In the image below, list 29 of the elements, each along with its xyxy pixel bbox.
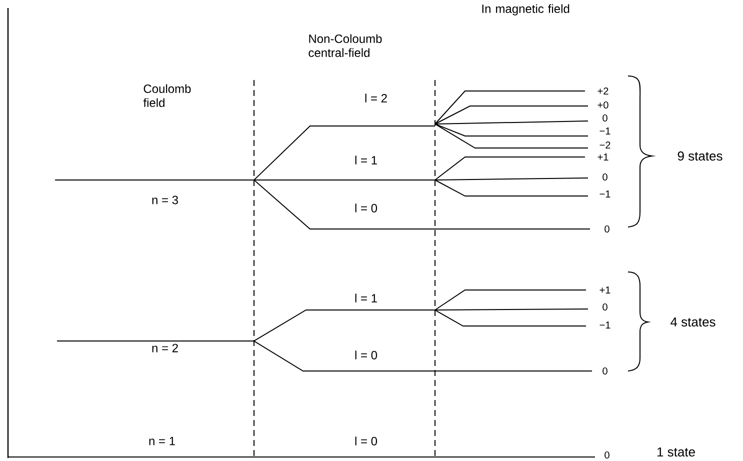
column-heading: Coulomb field — [143, 84, 191, 107]
level-label: n = 3 — [152, 196, 178, 204]
level-label: l = 0 — [355, 204, 378, 212]
level-label: l = 2 — [365, 94, 387, 102]
quantum-number: −1 — [600, 322, 610, 328]
quantum-number: −1 — [600, 190, 610, 198]
quantum-number: 0 — [604, 225, 610, 233]
level-label: l = 0 — [355, 350, 378, 360]
level-label: l = 1 — [355, 294, 377, 302]
quantum-number: +2 — [598, 88, 608, 94]
level-label: n = 1 — [149, 436, 175, 446]
column-heading: Non-Coloumb central-field — [308, 34, 382, 57]
quantum-number: −2 — [600, 142, 610, 148]
quantum-number: 0 — [602, 367, 608, 375]
quantum-number: +1 — [598, 154, 608, 160]
quantum-number: 0 — [604, 451, 610, 459]
state-count: 9 states — [678, 151, 722, 161]
quantum-number: −1 — [600, 128, 610, 134]
level-label: l = 1 — [355, 156, 377, 164]
quantum-number: 0 — [602, 114, 608, 122]
level-label: n = 2 — [152, 344, 178, 352]
quantum-number: +0 — [598, 101, 608, 109]
quantum-number: +1 — [600, 286, 610, 294]
quantum-number: 0 — [602, 303, 608, 311]
column-heading: In magnetic field — [482, 4, 570, 16]
level-label: l = 0 — [355, 436, 378, 446]
quantum-number: 0 — [602, 173, 608, 181]
state-count: 4 states — [670, 317, 716, 327]
state-count: 1 state — [657, 447, 695, 457]
